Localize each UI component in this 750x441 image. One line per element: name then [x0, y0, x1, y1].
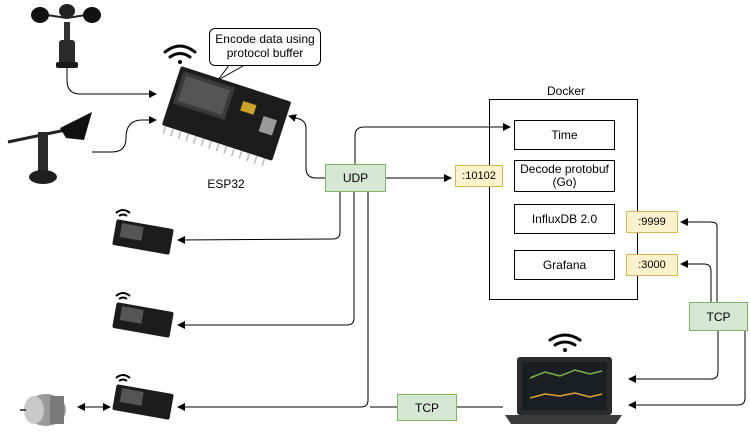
esp32-board-icon [112, 209, 174, 255]
tcp-bottom-box: TCP [397, 394, 457, 421]
callout-pointer [217, 63, 244, 81]
service-influxdb: InfluxDB 2.0 [514, 204, 615, 234]
callout-line-1: Encode data using [215, 32, 315, 46]
connections [66, 68, 746, 411]
wind-vane-icon [7, 112, 92, 184]
grafana-port-tag: :3000 [626, 254, 678, 276]
esp32-board-icon [162, 66, 291, 167]
service-decode-label: Decode protobuf (Go) [520, 162, 609, 189]
service-time-label: Time [551, 127, 578, 142]
service-influxdb-label: InfluxDB 2.0 [531, 211, 598, 226]
docker-title: Docker [546, 84, 585, 98]
esp32-board-icon [112, 292, 174, 338]
service-grafana-label: Grafana [542, 257, 587, 272]
udp-port-tag: :10102 [455, 165, 503, 187]
callout-line-2: protocol buffer [226, 46, 304, 60]
encode-callout: Encode data using protocol buffer [209, 28, 321, 66]
docker-container [489, 99, 638, 300]
service-time: Time [514, 120, 615, 150]
udp-box: UDP [325, 164, 386, 192]
wifi-icon [163, 44, 197, 64]
esp32-board-icon [112, 374, 174, 420]
service-grafana: Grafana [514, 250, 615, 280]
service-decode-protobuf: Decode protobuf (Go) [514, 160, 615, 192]
anemometer-icon [31, 4, 101, 68]
laptop-icon [505, 333, 622, 424]
influx-port-tag: :9999 [626, 211, 678, 233]
esp32-label: ESP32 [207, 177, 245, 191]
motor-icon [20, 394, 66, 426]
tcp-right-box: TCP [689, 302, 748, 331]
